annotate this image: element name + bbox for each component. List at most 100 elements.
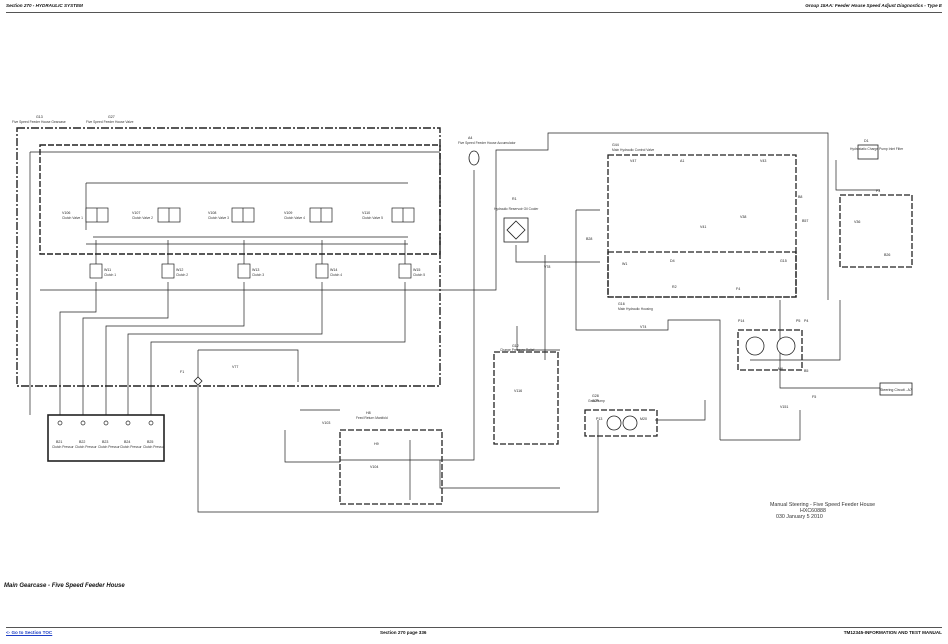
clutch-symbols: [89, 263, 412, 279]
clutch-tag: W12: [176, 268, 183, 272]
group-tag-g28: G28: [592, 394, 599, 398]
port-label: Clutch Pressur: [143, 445, 166, 449]
valve-tag: V110: [362, 211, 370, 215]
component-tag-v41: V41: [700, 225, 706, 229]
valve-label: Clutch Valve 5: [362, 216, 383, 220]
port-label: Clutch Pressur: [120, 445, 143, 449]
component-tag-m20: M20: [640, 417, 647, 421]
group-tag-p4: P4: [804, 319, 808, 323]
pump-p4-symbol: [745, 336, 765, 356]
group-label-g27: Five Speed Feeder House Valve: [86, 120, 134, 124]
component-tag-r2: R2: [672, 285, 677, 289]
page-number: Section 270 page 336: [380, 630, 427, 635]
header-group: Group 15AA: Feeder House Speed Adjust Di…: [805, 3, 942, 8]
group-label-h8: Feed Return Manifold: [356, 416, 388, 420]
component-tag-v74: V74: [640, 325, 646, 329]
component-tag-w1: W1: [622, 262, 627, 266]
valve-label: Clutch Valve 4: [284, 216, 305, 220]
group-label-d1: Hydrostatic Charge Pump Inlet Filter: [850, 147, 904, 151]
port-tag: B25: [147, 440, 153, 444]
component-tag-h9: H9: [374, 442, 379, 446]
group-label-g44: Main Hydraulic Control Valve: [612, 148, 654, 152]
toc-link-text[interactable]: <- Go to Section TOC: [6, 630, 53, 635]
valve-tag: V107: [132, 211, 140, 215]
valve-tag: V109: [284, 211, 292, 215]
group-label-g12: Charge Pressure Relief: [500, 348, 534, 352]
group-tag-a4: A4: [468, 136, 472, 140]
clutch-tag: W11: [104, 268, 111, 272]
valve-label: Clutch Valve 2: [132, 216, 153, 220]
component-tag-f4: F4: [736, 287, 740, 291]
manual-title: TM12345-INFORMATION AND TEST MANUAL: [843, 630, 942, 635]
clutch-label: Clutch 3: [252, 273, 264, 277]
group-label-g13: Five Speed Feeder House Gearcase: [12, 120, 66, 124]
group-tag-g27: G27: [108, 115, 115, 119]
clutch-label: Clutch 4: [330, 273, 342, 277]
component-tag-f1: F1: [180, 370, 184, 374]
group-label-r1: Hydraulic Reservoir Oil Cooler: [494, 207, 539, 211]
component-tag-v43: V43: [760, 159, 766, 163]
component-tag-f5: F5: [812, 395, 816, 399]
component-tag-v36: V36: [854, 220, 860, 224]
valve-tag: V106: [62, 211, 70, 215]
component-tag-v38: V38: [740, 215, 746, 219]
motor-m20-symbol: [622, 415, 638, 431]
pump-p13-symbol: [606, 415, 622, 431]
page-caption: Main Gearcase - Five Speed Feeder House: [4, 583, 125, 589]
port-tag: B22: [79, 440, 85, 444]
component-tag-v47: V47: [630, 159, 636, 163]
oil-cooler-symbol: [503, 217, 529, 243]
component-tag-v77: V77: [232, 365, 238, 369]
check-valve-symbol: [193, 376, 203, 386]
group-tag-p14: P14: [738, 319, 744, 323]
component-tag-b26: B26: [884, 253, 890, 257]
clutch-tag: W15: [413, 268, 420, 272]
group-label-g16: Main Hydraulic Housing: [618, 307, 653, 311]
valve-label: Clutch Valve 1: [62, 216, 83, 220]
valve-label: Clutch Valve 3: [208, 216, 229, 220]
group-tag-r1: R1: [512, 197, 517, 201]
toc-link[interactable]: <- Go to Section TOC: [6, 630, 52, 635]
port-label: Clutch Pressur: [52, 445, 75, 449]
steering-box: [879, 382, 913, 396]
component-tag-b57: B57: [802, 219, 808, 223]
clutch-tag: W13: [252, 268, 259, 272]
clutch-tag: W14: [330, 268, 337, 272]
component-tag-v116: V116: [514, 389, 522, 393]
accumulator-symbol: [468, 150, 480, 166]
group-tag-g44: G44: [612, 143, 619, 147]
clutch-valve-symbols: [85, 207, 415, 223]
group-tag-g16: G16: [618, 302, 625, 306]
steering-circuit-label: Steering Circuit - A7: [880, 388, 912, 392]
component-tag-p13: P13: [596, 417, 602, 421]
pump-p14-symbol: [776, 336, 796, 356]
header-section: Section 270 - HYDRAULIC SYSTEM: [6, 3, 83, 8]
component-tag-d4: D4: [670, 259, 675, 263]
component-tag-v103: V103: [322, 421, 330, 425]
clutch-label: Clutch 5: [413, 273, 425, 277]
group-tag-g12: G12: [512, 344, 519, 348]
component-tag-b5: B5: [804, 369, 808, 373]
group-tag-d1: D1: [864, 139, 869, 143]
clutch-label: Clutch 2: [176, 273, 188, 277]
group-tag-v151: V151: [780, 405, 788, 409]
header-rule: [6, 12, 942, 13]
port-tag: B21: [56, 440, 62, 444]
port-tag: B24: [124, 440, 130, 444]
group-label-a4: Five Speed Feeder House Accumulator: [458, 141, 516, 145]
footer-rule: [6, 627, 942, 628]
component-tag-v104: V104: [370, 465, 378, 469]
group-tag-f3: F3: [876, 189, 880, 193]
port-label: Clutch Pressur: [98, 445, 121, 449]
component-tag-a1: A1: [680, 159, 684, 163]
port-label: Clutch Pressur: [75, 445, 98, 449]
test-port-symbols: [57, 420, 154, 426]
title-block-line1: Manual Steering - Five Speed Feeder Hous…: [770, 502, 875, 508]
component-tag-b8: B8: [798, 195, 802, 199]
component-tag-b28: B28: [586, 237, 592, 241]
test-port-box: [47, 414, 165, 462]
group-tag-g13: G13: [36, 115, 43, 119]
component-tag-g29: G29: [592, 399, 599, 403]
title-block-line3: 030 January 5 2010: [776, 514, 823, 520]
